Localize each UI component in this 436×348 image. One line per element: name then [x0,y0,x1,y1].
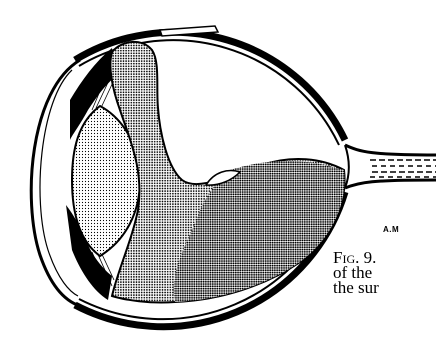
artist-initials: A.M [383,225,399,234]
mass-dense-region [174,161,345,302]
caption-line-3: the sur [333,280,436,295]
optic-nerve [345,145,436,188]
figure-caption: Fig. 9. of the the sur [333,250,436,295]
